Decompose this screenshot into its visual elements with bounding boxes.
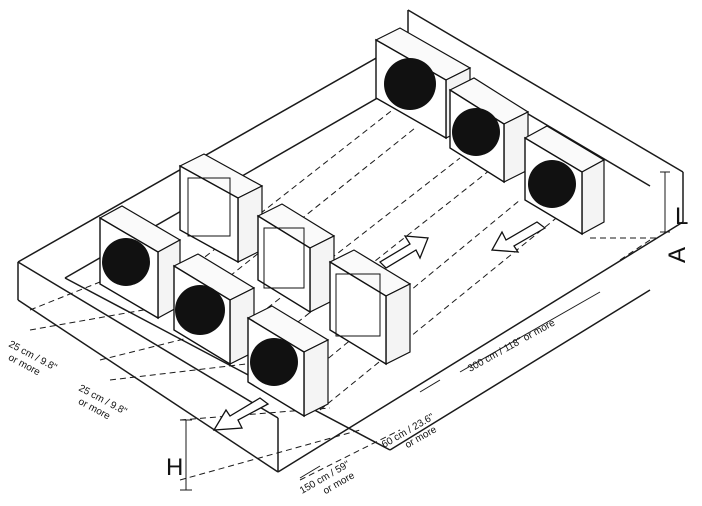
fan-grille-icon: [250, 338, 298, 386]
airflow-arrow-icon: [490, 221, 547, 253]
label-L: L: [675, 203, 688, 230]
outdoor-unit-back-middle: [448, 77, 530, 184]
airflow-arrow-icon: [378, 235, 429, 269]
outdoor-unit-front-right: [246, 305, 330, 418]
fan-grille-icon: [175, 285, 225, 335]
outdoor-unit-mid-center: [256, 203, 336, 314]
outdoor-unit-mid-right: [328, 249, 412, 366]
fan-grille-icon: [384, 58, 436, 110]
outdoor-unit-front-center: [172, 253, 256, 366]
dimension-side-gap-2: 25 cm / 9.8" or more: [76, 383, 129, 423]
dimension-markers: [180, 171, 670, 491]
dimension-back-gap: 300 cm / 118" or more: [466, 317, 557, 374]
fan-grille-icon: [452, 108, 500, 156]
dimension-row-gap: 60 cm / 23.6" or more: [380, 412, 439, 451]
outdoor-unit-front-left: [98, 205, 182, 320]
fan-grille-icon: [102, 238, 150, 286]
label-A: A: [664, 247, 691, 263]
outdoor-unit-mid-left: [178, 153, 264, 264]
dimension-label: 300 cm / 118" or more: [466, 317, 557, 374]
label-H: H: [166, 454, 183, 481]
outdoor-unit-back-left: [374, 27, 472, 140]
dimension-side-gap-1: 25 cm / 9.8" or more: [6, 339, 59, 379]
airflow-arrow-icon: [212, 397, 270, 431]
outdoor-unit-back-right: [523, 125, 606, 236]
fan-grille-icon: [528, 160, 576, 208]
